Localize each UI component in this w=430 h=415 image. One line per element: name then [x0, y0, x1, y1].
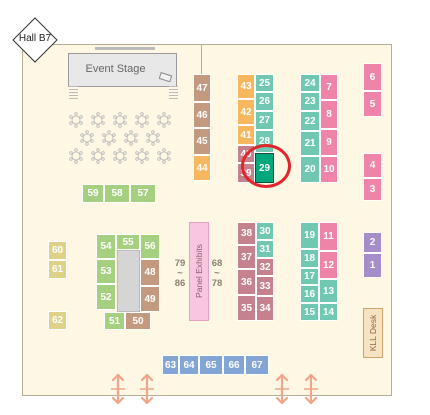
booth-52[interactable]: 52: [96, 284, 116, 310]
booth-43[interactable]: 43: [237, 74, 255, 99]
round-tables-area: [69, 112, 171, 164]
booth-35[interactable]: 35: [237, 295, 256, 321]
booth-25[interactable]: 25: [255, 74, 274, 92]
booth-16[interactable]: 16: [300, 285, 319, 303]
booth-44[interactable]: 44: [193, 155, 211, 181]
entrance-arrow-icon: [111, 373, 125, 405]
booth-27[interactable]: 27: [255, 111, 274, 130]
booth-42[interactable]: 42: [237, 99, 255, 125]
stage-steps-left: [69, 86, 78, 99]
kll-desk-label: KLL Desk: [368, 314, 378, 352]
booth-14[interactable]: 14: [319, 303, 338, 321]
booth-24[interactable]: 24: [300, 74, 320, 92]
booth-32[interactable]: 32: [256, 258, 274, 276]
booth-65[interactable]: 65: [199, 355, 223, 375]
booth-1[interactable]: 1: [363, 253, 382, 278]
booth-47[interactable]: 47: [193, 74, 211, 102]
booth-2[interactable]: 2: [363, 232, 382, 253]
booth-11[interactable]: 11: [319, 222, 338, 251]
booth-59[interactable]: 59: [82, 184, 104, 203]
booth-21[interactable]: 21: [300, 131, 320, 156]
booth-33[interactable]: 33: [256, 276, 274, 296]
booth-57[interactable]: 57: [130, 184, 156, 203]
booth-19[interactable]: 19: [300, 222, 319, 249]
hall-name: Hall B7: [18, 33, 52, 44]
booth-5[interactable]: 5: [363, 91, 382, 117]
booth-66[interactable]: 66: [223, 355, 245, 375]
booth-36[interactable]: 36: [237, 269, 256, 295]
storage-area: [117, 250, 140, 312]
wall-divider: [201, 44, 202, 74]
booth-38[interactable]: 38: [237, 222, 256, 245]
booth-range-left: 79~86: [174, 258, 186, 289]
booth-41[interactable]: 41: [237, 125, 255, 145]
podium-icon: [159, 72, 173, 82]
booth-58[interactable]: 58: [104, 184, 130, 203]
booth-48[interactable]: 48: [140, 259, 160, 286]
booth-3[interactable]: 3: [363, 178, 382, 201]
event-stage[interactable]: Event Stage: [68, 53, 177, 87]
booth-45[interactable]: 45: [193, 128, 211, 155]
booth-7[interactable]: 7: [320, 74, 338, 100]
entrance-arrow-icon: [140, 373, 154, 405]
booth-23[interactable]: 23: [300, 92, 320, 111]
booth-60[interactable]: 60: [48, 241, 67, 260]
hall-sign-diamond-icon: [12, 17, 58, 63]
booth-8[interactable]: 8: [320, 100, 338, 129]
booth-18[interactable]: 18: [300, 249, 319, 268]
booth-13[interactable]: 13: [319, 279, 338, 303]
entrance-arrow-icon: [275, 373, 289, 405]
booth-9[interactable]: 9: [320, 129, 338, 156]
entrance-arrow-icon: [304, 373, 318, 405]
booth-53[interactable]: 53: [96, 259, 116, 284]
booth-51[interactable]: 51: [104, 312, 125, 330]
booth-12[interactable]: 12: [319, 251, 338, 279]
event-stage-label: Event Stage: [85, 63, 146, 75]
booth-range-right: 68~78: [211, 258, 223, 289]
booth-49[interactable]: 49: [140, 286, 160, 312]
panel-exhibits-area[interactable]: [189, 222, 209, 321]
booth-50[interactable]: 50: [125, 312, 151, 330]
stage-steps-right: [169, 86, 178, 99]
booth-37[interactable]: 37: [237, 245, 256, 269]
booth-20[interactable]: 20: [300, 156, 320, 183]
stage-front-bar: [95, 47, 155, 50]
booth-15[interactable]: 15: [300, 303, 319, 321]
booth-64[interactable]: 64: [179, 355, 199, 375]
highlight-circle: [241, 144, 291, 188]
booth-26[interactable]: 26: [255, 92, 274, 111]
booth-30[interactable]: 30: [256, 222, 274, 240]
booth-55[interactable]: 55: [116, 234, 140, 250]
kll-desk[interactable]: [363, 308, 383, 358]
booth-22[interactable]: 22: [300, 111, 320, 131]
booth-10[interactable]: 10: [320, 156, 338, 183]
booth-54[interactable]: 54: [96, 234, 116, 259]
booth-46[interactable]: 46: [193, 102, 211, 128]
panel-exhibits-label: Panel Exhibits: [194, 244, 204, 298]
booth-62[interactable]: 62: [48, 311, 67, 330]
booth-6[interactable]: 6: [363, 63, 382, 91]
booth-67[interactable]: 67: [245, 355, 269, 375]
booth-56[interactable]: 56: [140, 234, 160, 259]
booth-63[interactable]: 63: [162, 355, 179, 375]
booth-31[interactable]: 31: [256, 240, 274, 258]
booth-61[interactable]: 61: [48, 260, 67, 279]
booth-4[interactable]: 4: [363, 153, 382, 178]
booth-17[interactable]: 17: [300, 268, 319, 285]
booth-34[interactable]: 34: [256, 296, 274, 321]
